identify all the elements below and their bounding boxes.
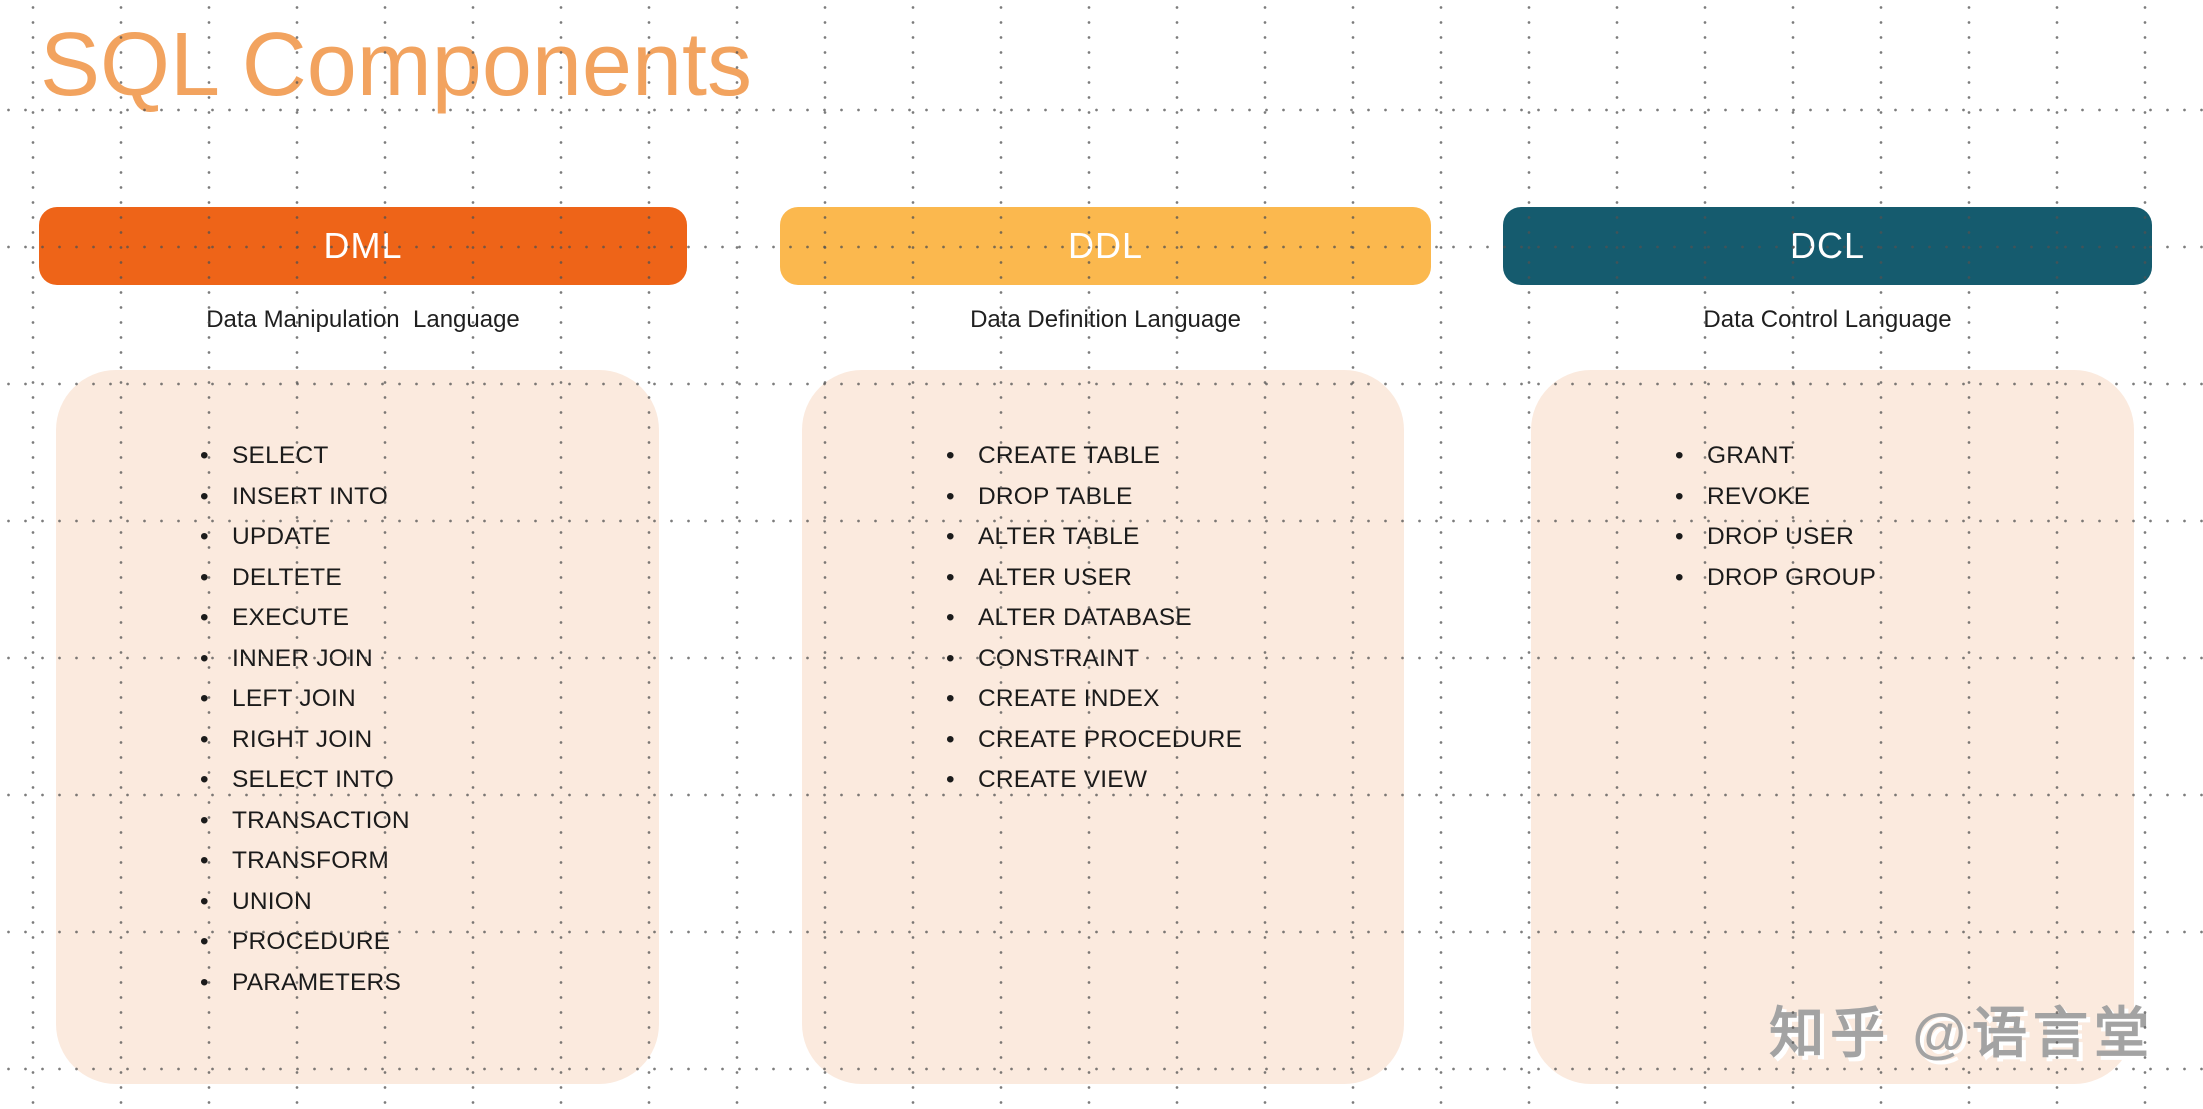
dcl-subtitle: Data Control Language [1703, 306, 1952, 333]
list-item: UNION [198, 882, 649, 923]
list-item: CREATE TABLE [944, 436, 1394, 477]
dml-command-list: SELECTINSERT INTOUPDATEDELTETEEXECUTEINN… [56, 370, 659, 1003]
dml-header-label: DML [323, 225, 403, 266]
ddl-subtitle: Data Definition Language [970, 306, 1241, 333]
dml-header-pill: DML [39, 207, 687, 285]
list-item: UPDATE [198, 517, 649, 558]
list-item: EXECUTE [198, 598, 649, 639]
list-item: PROCEDURE [198, 922, 649, 963]
ddl-header-pill: DDL [780, 207, 1431, 285]
list-item: REVOKE [1673, 477, 2124, 518]
list-item: CREATE INDEX [944, 679, 1394, 720]
watermark: 知乎 @语言堂 [1769, 1002, 2155, 1064]
list-item: DROP GROUP [1673, 558, 2124, 599]
list-item: ALTER DATABASE [944, 598, 1394, 639]
ddl-header-label: DDL [1067, 225, 1144, 266]
list-item: SELECT INTO [198, 760, 649, 801]
list-item: INSERT INTO [198, 477, 649, 518]
dcl-header-pill: DCL [1503, 207, 2152, 285]
list-item: GRANT [1673, 436, 2124, 477]
list-item: SELECT [198, 436, 649, 477]
page-title: SQL Components [40, 15, 753, 115]
list-item: CREATE PROCEDURE [944, 720, 1394, 761]
ddl-panel: CREATE TABLEDROP TABLEALTER TABLEALTER U… [802, 370, 1404, 1084]
list-item: DELTETE [198, 558, 649, 599]
list-item: DROP USER [1673, 517, 2124, 558]
list-item: LEFT JOIN [198, 679, 649, 720]
dcl-panel: GRANTREVOKEDROP USERDROP GROUP [1531, 370, 2134, 1084]
list-item: CREATE VIEW [944, 760, 1394, 801]
list-item: RIGHT JOIN [198, 720, 649, 761]
list-item: ALTER TABLE [944, 517, 1394, 558]
dcl-command-list: GRANTREVOKEDROP USERDROP GROUP [1531, 370, 2134, 598]
list-item: ALTER USER [944, 558, 1394, 599]
dml-subtitle: Data Manipulation Language [206, 306, 520, 333]
list-item: TRANSFORM [198, 841, 649, 882]
list-item: INNER JOIN [198, 639, 649, 680]
list-item: DROP TABLE [944, 477, 1394, 518]
list-item: TRANSACTION [198, 801, 649, 842]
dml-panel: SELECTINSERT INTOUPDATEDELTETEEXECUTEINN… [56, 370, 659, 1084]
dcl-header-label: DCL [1789, 225, 1866, 266]
ddl-command-list: CREATE TABLEDROP TABLEALTER TABLEALTER U… [802, 370, 1404, 801]
list-item: CONSTRAINT [944, 639, 1394, 680]
list-item: PARAMETERS [198, 963, 649, 1004]
